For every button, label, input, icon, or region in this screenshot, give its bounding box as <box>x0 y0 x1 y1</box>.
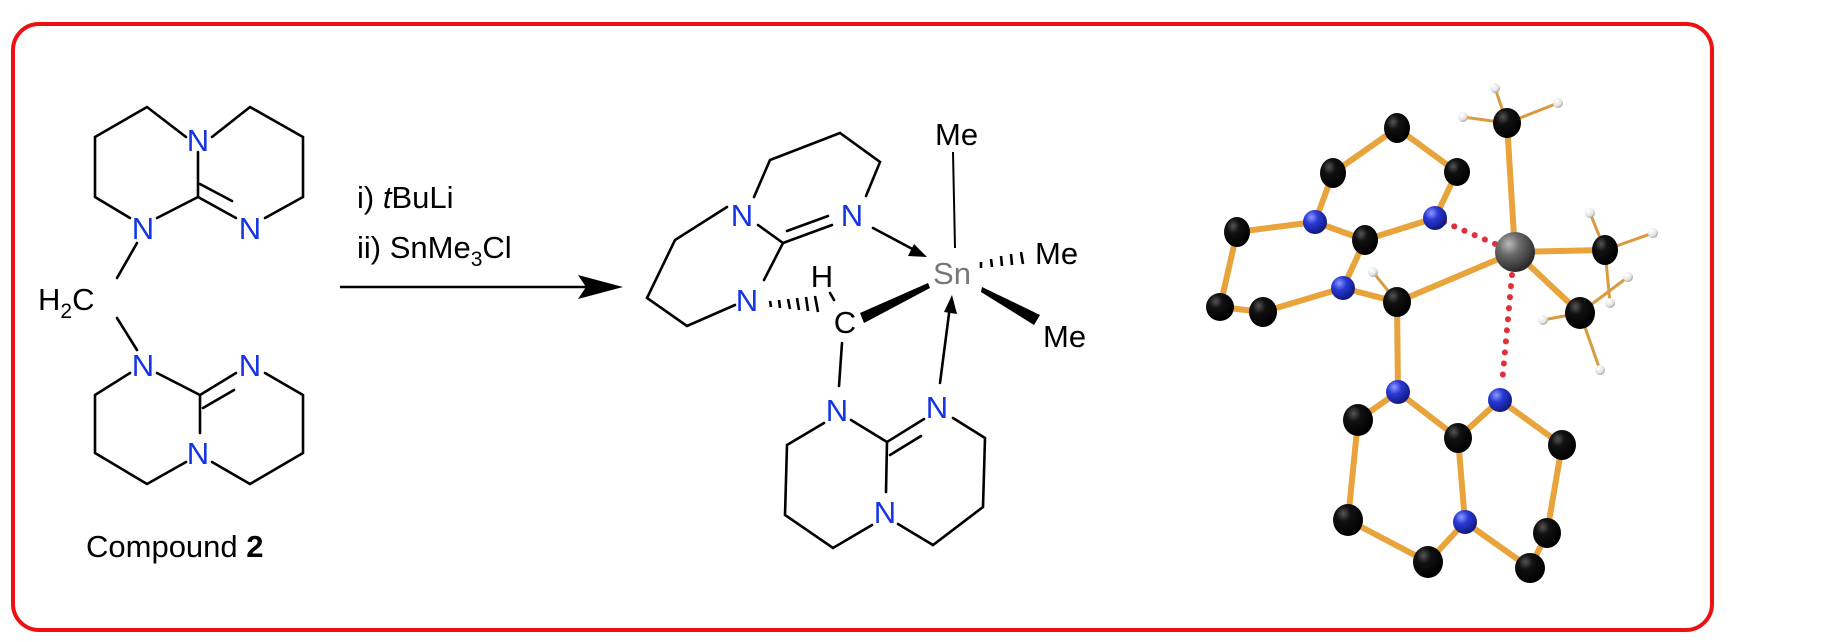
atom-n: N <box>736 283 758 318</box>
crystal-structure <box>1206 83 1658 583</box>
methyl-right: Me <box>1035 236 1078 271</box>
atom-n: N <box>731 198 753 233</box>
reactant-structure: N N N N N N H2C <box>38 105 305 486</box>
atom-n: N <box>239 348 261 383</box>
reagent-step-1: i) tBuLi <box>357 180 454 215</box>
compound-label: Compound 2 <box>86 529 264 564</box>
methyl-top: Me <box>935 117 978 152</box>
atom-n: N <box>187 123 209 158</box>
reagent-step-2: ii) SnMe3Cl <box>357 230 512 271</box>
atom-sn: Sn <box>933 256 971 291</box>
product-structure: N N N N N N H C Sn Me Me Me <box>645 117 1086 550</box>
tin-atom <box>1495 232 1535 272</box>
hashed-bond <box>979 251 1025 268</box>
atom-n: N <box>926 390 948 425</box>
atom-c: C <box>834 305 856 340</box>
methylene-label: H2C <box>38 282 94 323</box>
methyl-bottom: Me <box>1043 319 1086 354</box>
reaction-arrow <box>340 275 623 299</box>
atom-n: N <box>132 348 154 383</box>
atom-n: N <box>132 211 154 246</box>
atom-n: N <box>874 495 896 530</box>
scheme-frame <box>11 22 1714 632</box>
sn-n-interaction <box>1499 272 1515 387</box>
atom-n: N <box>239 211 261 246</box>
atom-h: H <box>811 259 833 294</box>
atom-n: N <box>826 393 848 428</box>
atom-n: N <box>841 198 863 233</box>
sn-n-interaction <box>1441 219 1503 249</box>
hashed-bond <box>768 295 820 313</box>
atom-n: N <box>187 436 209 471</box>
